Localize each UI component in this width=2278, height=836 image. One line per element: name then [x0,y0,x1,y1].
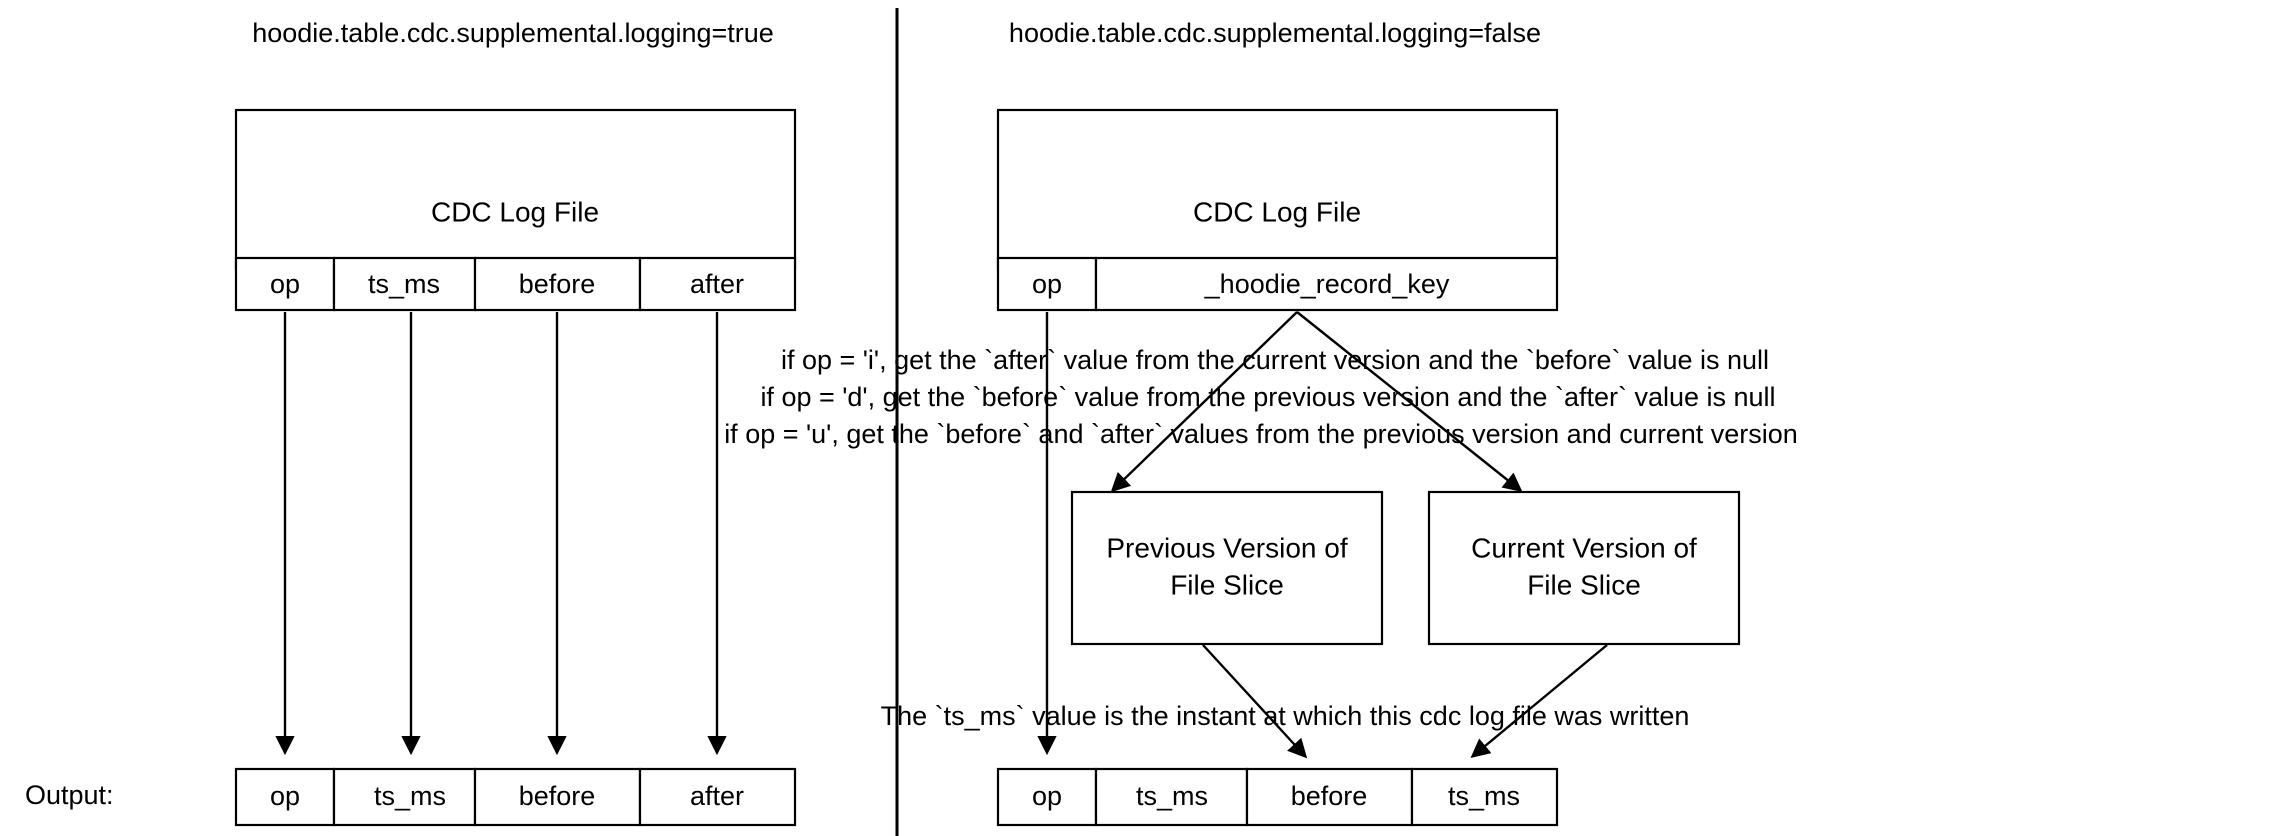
ts-ms-note: The `ts_ms` value is the instant at whic… [881,701,1690,731]
left-source-cell-before [473,256,642,312]
left-cdc-log-file-label: CDC Log File [431,196,599,227]
left-output-cell-after [638,767,797,827]
left-source-cell-ts-ms-label: ts_ms [368,269,440,299]
left-source-cell-after [638,256,797,312]
rule-line-update: if op = 'u', get the `before` and `after… [724,419,1798,449]
right-output-cell-before-label: before [1291,781,1368,811]
right-source-cell-record-key-label: _hoodie_record_key [1204,269,1450,299]
right-source-cell-record-key [1094,256,1559,312]
right-output-cell-before [1245,767,1414,827]
right-output-cell-ts-ms-2-label: ts_ms [1448,781,1520,811]
left-output-cell-op-label: op [270,781,300,811]
current-version-file-slice-box [1427,490,1741,646]
left-source-cell-after-label: after [690,269,744,299]
left-output-cell-ts-ms-label: ts_ms [374,781,446,811]
right-cdc-log-file-box [996,108,1559,271]
right-output-cell-ts-ms-label: ts_ms [1136,781,1208,811]
left-source-cell-op-label: op [270,269,300,299]
current-version-line1: Current Version of [1471,532,1697,563]
left-source-cell-ts-ms [332,256,477,312]
left-cdc-log-file-box [234,108,797,271]
right-output-cell-op-label: op [1032,781,1062,811]
right-arrow-to-previous-version [1110,311,1298,493]
previous-version-line2: File Slice [1170,569,1284,600]
previous-version-line1: Previous Version of [1106,532,1347,563]
current-version-line2: File Slice [1527,569,1641,600]
rule-line-delete: if op = 'd', get the `before` value from… [760,382,1775,412]
left-panel-title: hoodie.table.cdc.supplemental.logging=tr… [252,18,774,48]
right-arrow-to-current-version [1296,311,1523,492]
right-panel-title: hoodie.table.cdc.supplemental.logging=fa… [1009,18,1541,48]
left-output-cell-before [473,767,642,827]
left-source-cell-before-label: before [519,269,596,299]
rule-line-insert: if op = 'i', get the `after` value from … [781,345,1769,375]
right-output-cell-op [996,767,1098,827]
right-output-cell-ts-ms-2 [1410,767,1559,827]
left-output-label: Output: [25,780,114,810]
right-source-cell-op-label: op [1032,269,1062,299]
previous-version-file-slice-box [1070,490,1384,646]
left-output-cell-before-label: before [519,781,596,811]
left-output-cell-op [234,767,336,827]
left-output-cell-after-label: after [690,781,744,811]
right-source-cell-op [996,256,1098,312]
right-cdc-log-file-label: CDC Log File [1193,196,1361,227]
arrow-current-version-to-ts-ms [1470,644,1608,759]
arrow-previous-version-to-before [1202,644,1308,759]
